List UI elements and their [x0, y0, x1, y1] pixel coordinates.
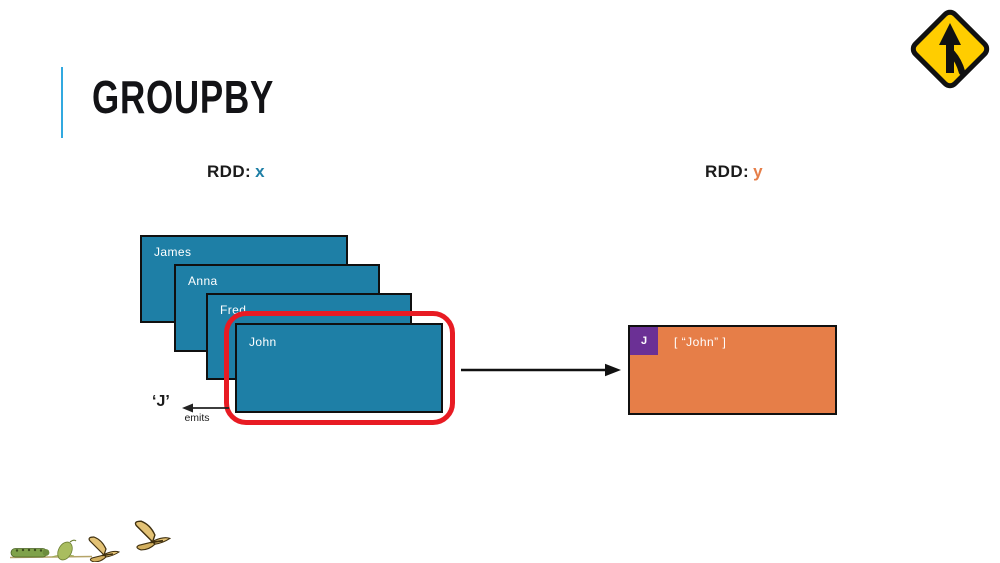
rdd-y-label: RDD:y	[705, 162, 763, 182]
butterfly	[134, 520, 172, 551]
rdd-x-label: RDD:x	[207, 162, 265, 182]
butterfly	[88, 536, 121, 562]
caterpillar	[10, 548, 50, 558]
title-accent-line	[61, 67, 63, 138]
card-label: James	[154, 245, 192, 259]
selection-highlight-ring	[224, 311, 455, 425]
chrysalis	[57, 539, 77, 561]
group-values: [ “John” ]	[674, 335, 727, 349]
rdd-y-name: y	[753, 162, 763, 181]
emits-arrow-icon	[182, 403, 229, 413]
rdd-x-name: x	[255, 162, 265, 181]
metamorphosis-art	[9, 520, 172, 562]
card-label: John	[249, 335, 277, 349]
page-title: GROUPBY	[92, 71, 275, 123]
rdd-y-result-box: J [ “John” ]	[628, 325, 837, 415]
groupby-arrow-icon	[461, 363, 621, 377]
rdd-y-prefix: RDD:	[705, 162, 750, 181]
group-key-chip: J	[630, 327, 658, 355]
group-key: J	[640, 335, 648, 347]
rdd-x-prefix: RDD:	[207, 162, 252, 181]
emits-label: emits	[184, 412, 210, 424]
card-label: Anna	[188, 274, 218, 288]
rdd-x-card-john: John	[235, 323, 443, 413]
merge-sign-icon	[910, 9, 990, 89]
emits-key-symbol: ‘J’	[152, 393, 170, 410]
